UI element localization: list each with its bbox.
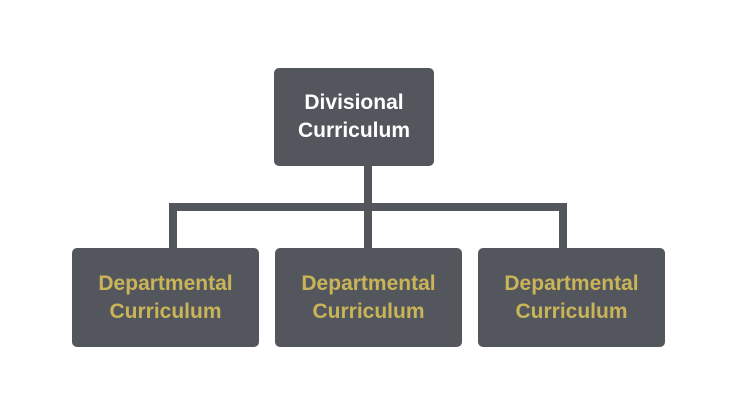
node-label-line2: Curriculum — [109, 299, 222, 323]
connector-left — [169, 203, 177, 253]
connector-center — [364, 203, 372, 253]
departmental-curriculum-node: Departmental Curriculum — [478, 248, 665, 347]
node-label-line1: Divisional — [304, 91, 404, 114]
node-label-line1: Departmental — [98, 271, 233, 295]
connector-trunk — [364, 160, 372, 210]
connector-right — [559, 203, 567, 253]
node-label-line2: Curriculum — [312, 299, 425, 323]
node-label-line1: Departmental — [504, 271, 639, 295]
departmental-curriculum-node: Departmental Curriculum — [72, 248, 259, 347]
node-label-line2: Curriculum — [297, 119, 410, 142]
departmental-curriculum-node: Departmental Curriculum — [275, 248, 462, 347]
divisional-curriculum-node: Divisional Curriculum — [274, 68, 434, 166]
node-label-line1: Departmental — [301, 271, 436, 295]
node-label-line2: Curriculum — [515, 299, 628, 323]
